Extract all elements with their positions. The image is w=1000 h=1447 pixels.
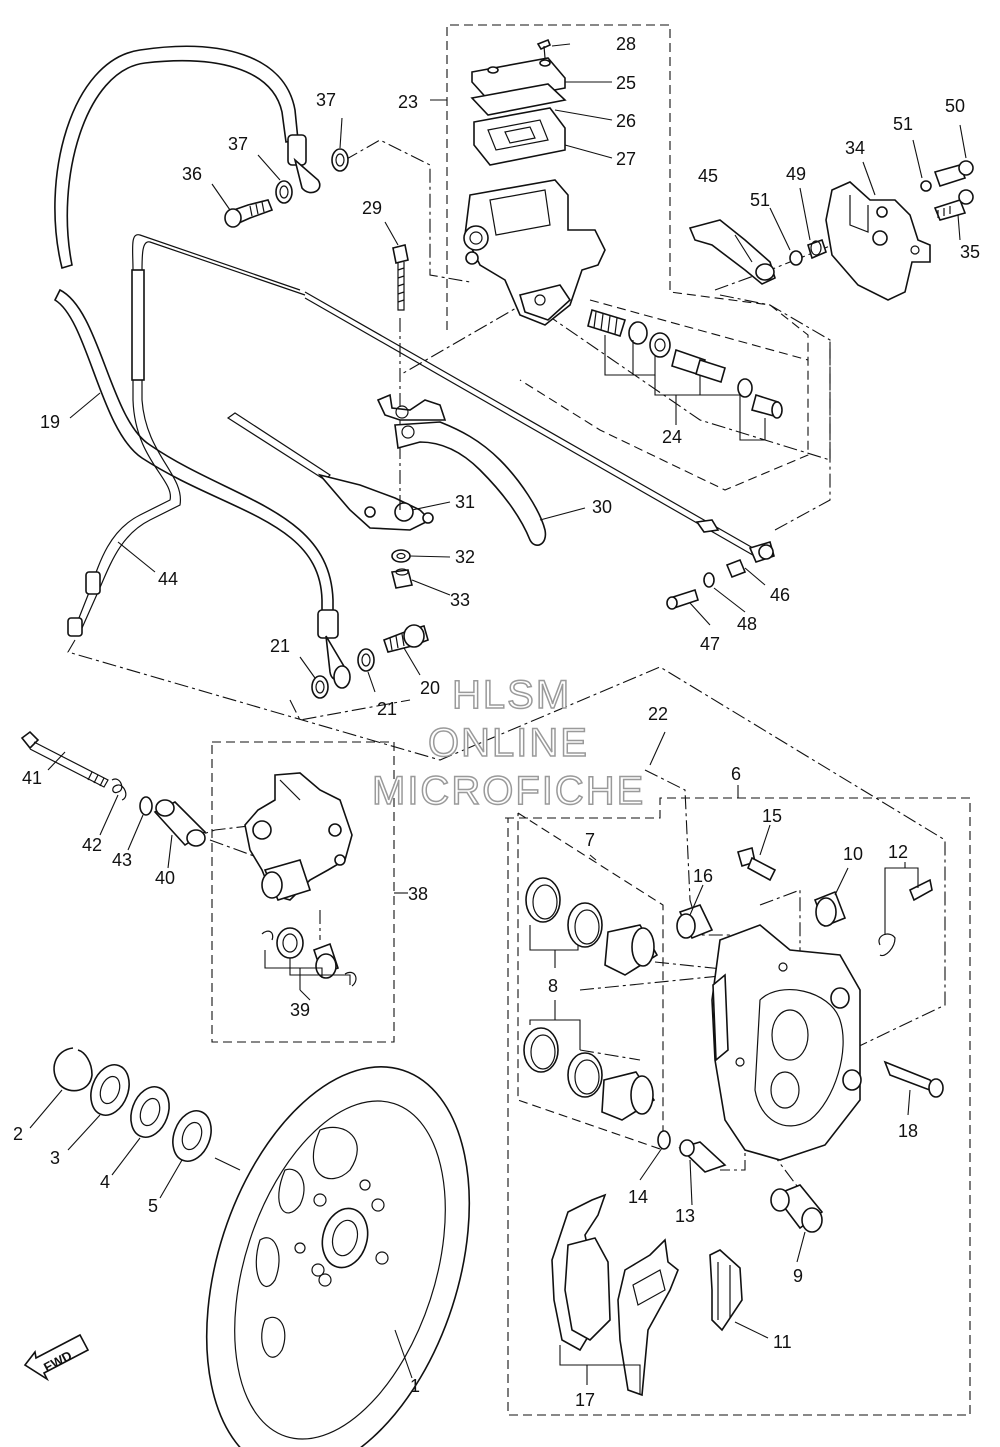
watermark-line-1: HLSM <box>452 673 571 717</box>
parking-caliper-box-38 <box>211 741 395 1043</box>
callout-38: 38 <box>408 884 428 904</box>
callout-41: 41 <box>22 768 42 788</box>
caliper-assembly-box-6 <box>505 797 971 1416</box>
small-parts-upper <box>391 244 413 589</box>
callout-21b: 21 <box>377 699 397 719</box>
leader-lines <box>29 43 967 1379</box>
diaphragm-27 <box>473 107 566 166</box>
callout-7: 7 <box>585 830 595 850</box>
callout-32: 32 <box>455 547 475 567</box>
callout-24: 24 <box>662 427 682 447</box>
callout-37b: 37 <box>228 134 248 154</box>
callout-11: 11 <box>773 1332 792 1352</box>
callout-33: 33 <box>450 590 470 610</box>
callout-35: 35 <box>960 242 980 262</box>
callout-50: 50 <box>945 96 965 116</box>
callout-2: 2 <box>13 1124 23 1144</box>
callout-10: 10 <box>843 844 863 864</box>
watermark-line-3: MICROFICHE <box>372 769 645 813</box>
pivot-bolt-parts <box>20 730 207 847</box>
caliper-small-parts <box>657 846 944 1233</box>
callout-42: 42 <box>82 835 102 855</box>
group-boxes <box>211 24 971 1416</box>
callout-51a: 51 <box>893 114 913 134</box>
callout-31: 31 <box>455 492 475 512</box>
callout-45: 45 <box>698 166 718 186</box>
callout-34: 34 <box>845 138 865 158</box>
callout-40: 40 <box>155 868 175 888</box>
callout-30: 30 <box>592 497 612 517</box>
piston-kit-24 <box>587 308 783 441</box>
callout-9: 9 <box>793 1266 803 1286</box>
watermark-line-2: ONLINE <box>428 721 589 765</box>
lever-assembly <box>226 393 547 546</box>
callout-4: 4 <box>100 1172 110 1192</box>
callout-18: 18 <box>898 1121 918 1141</box>
callout-12: 12 <box>888 842 908 862</box>
callout-1: 1 <box>410 1376 420 1396</box>
hub-washers <box>53 1047 212 1162</box>
brake-disc-1 <box>205 1066 471 1447</box>
union-bolts <box>224 148 429 699</box>
callout-21a: 21 <box>270 636 290 656</box>
callout-17: 17 <box>575 1390 595 1410</box>
brake-pads-17 <box>551 1193 743 1397</box>
master-cylinder-box <box>446 24 809 491</box>
callout-48: 48 <box>737 614 757 634</box>
callout-49: 49 <box>786 164 806 184</box>
callout-23: 23 <box>398 92 418 112</box>
callout-3: 3 <box>50 1148 60 1168</box>
callout-26: 26 <box>616 111 636 131</box>
callout-29: 29 <box>362 198 382 218</box>
callout-28: 28 <box>616 34 636 54</box>
callout-44: 44 <box>158 569 178 589</box>
callout-51b: 51 <box>750 190 770 210</box>
callout-20: 20 <box>420 678 440 698</box>
callout-5: 5 <box>148 1196 158 1216</box>
callout-39: 39 <box>290 1000 310 1020</box>
parking-cable-44 <box>67 234 761 637</box>
seal-kit-7 <box>523 877 659 1121</box>
parking-bracket-parts <box>688 160 974 301</box>
callout-43: 43 <box>112 850 132 870</box>
piston-kit-box-24 <box>589 299 809 361</box>
seal-kit-box-7 <box>517 812 664 1151</box>
callout-14: 14 <box>628 1187 648 1207</box>
front-caliper-6 <box>711 924 862 1161</box>
callout-13: 13 <box>675 1206 695 1226</box>
callout-37a: 37 <box>316 90 336 110</box>
callout-36: 36 <box>182 164 202 184</box>
callout-22: 22 <box>648 704 668 724</box>
cable-end-parts <box>666 519 775 610</box>
watermark: HLSM ONLINE MICROFICHE <box>371 672 645 814</box>
callout-46: 46 <box>770 585 790 605</box>
callout-16: 16 <box>693 866 713 886</box>
callout-15: 15 <box>762 806 782 826</box>
callout-6: 6 <box>731 764 741 784</box>
callout-47: 47 <box>700 634 720 654</box>
callout-8: 8 <box>548 976 558 996</box>
master-cylinder-parts <box>463 38 606 326</box>
parking-caliper-38 <box>244 772 357 990</box>
callout-25: 25 <box>616 73 636 93</box>
diaphragm-plate-26 <box>470 83 567 116</box>
callout-19: 19 <box>40 412 60 432</box>
callout-27: 27 <box>616 149 636 169</box>
callout-labels: 1 2 3 4 5 6 7 8 9 10 11 12 13 14 15 16 1… <box>13 34 980 1410</box>
fwd-arrow-icon: FWD <box>23 1333 90 1382</box>
master-cylinder-body <box>464 179 606 326</box>
